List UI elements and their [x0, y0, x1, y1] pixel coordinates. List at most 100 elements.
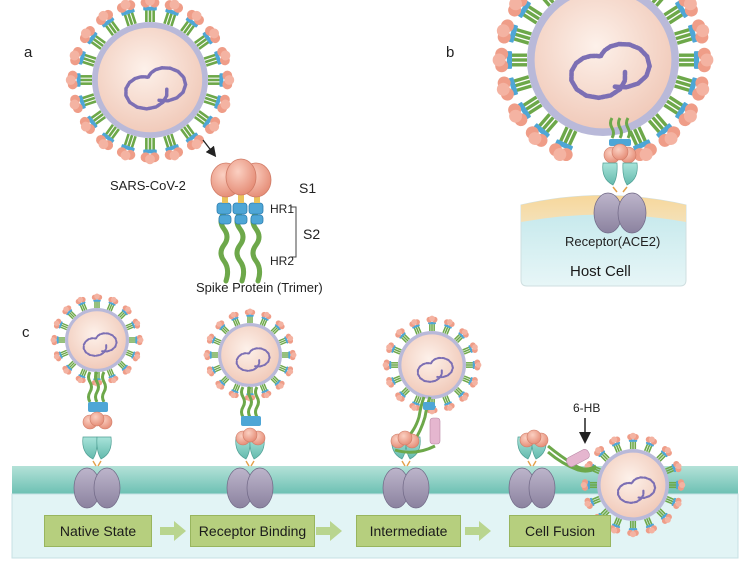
- surface-spike: [496, 19, 532, 45]
- surface-spike: [462, 375, 478, 388]
- surface-spike: [116, 0, 137, 27]
- surface-spike: [409, 395, 422, 411]
- surface-spike: [656, 446, 672, 462]
- surface-spike: [282, 349, 297, 361]
- surface-spike: [462, 342, 478, 355]
- surface-spike: [75, 296, 88, 312]
- surface-spike: [466, 359, 482, 371]
- surface-spike: [386, 375, 402, 388]
- virion-native: [50, 293, 144, 387]
- spike-caption: Spike Protein (Trimer): [196, 280, 323, 295]
- surface-spike: [163, 0, 184, 27]
- spike-fusion: [519, 418, 597, 473]
- surface-spike: [180, 124, 204, 151]
- surface-spike: [453, 386, 469, 402]
- surface-spike: [228, 383, 241, 399]
- s2-label: S2: [303, 226, 321, 242]
- surface-spike: [259, 383, 272, 399]
- surface-spike: [91, 293, 103, 308]
- surface-spike: [656, 508, 672, 524]
- surface-spike: [496, 75, 532, 101]
- surface-spike: [508, 95, 543, 127]
- pointer-arrow: [202, 139, 217, 158]
- surface-spike: [244, 308, 256, 323]
- surface-spike: [62, 360, 77, 375]
- surface-spike: [395, 386, 411, 402]
- bound-virion: [492, 0, 714, 162]
- spike-intermediate: [390, 396, 441, 454]
- virion-receptor-binding: [203, 308, 297, 402]
- receptor-label: Receptor(ACE2): [565, 234, 661, 249]
- surface-spike: [442, 395, 455, 411]
- step-native-state: Native State: [44, 515, 152, 547]
- six-hb-label: 6-HB: [573, 401, 601, 415]
- surface-spike: [609, 436, 623, 453]
- surface-spike: [140, 0, 160, 22]
- surface-spike: [53, 318, 69, 331]
- surface-spike: [508, 0, 543, 25]
- surface-spike: [270, 320, 285, 335]
- surface-spike: [278, 333, 294, 346]
- surface-spike: [386, 342, 402, 355]
- surface-spike: [278, 364, 294, 377]
- surface-spike: [580, 479, 597, 491]
- surface-spike: [206, 364, 222, 377]
- surface-spike: [106, 368, 119, 384]
- spike-protein-trimer: [210, 158, 297, 284]
- surface-spike: [665, 495, 682, 509]
- surface-spike: [75, 368, 88, 384]
- panel-label-c: c: [22, 324, 30, 341]
- bound-spike-b: [603, 117, 637, 164]
- surface-spike: [663, 0, 698, 25]
- host-cell-label: Host Cell: [570, 263, 631, 280]
- surface-spike: [628, 126, 657, 162]
- surface-spike: [203, 349, 218, 361]
- panel-label-b: b: [446, 44, 455, 61]
- surface-spike: [395, 328, 411, 344]
- surface-spike: [270, 375, 285, 390]
- surface-spike: [647, 0, 668, 7]
- surface-spike: [79, 110, 106, 134]
- surface-spike: [549, 126, 578, 162]
- surface-spike: [442, 319, 455, 335]
- surface-spike: [180, 9, 204, 36]
- surface-spike: [627, 521, 639, 538]
- surface-spike: [665, 461, 682, 475]
- step-flow-arrows: [160, 521, 491, 541]
- surface-spike: [679, 47, 714, 73]
- surface-spike: [116, 133, 137, 161]
- surface-spike: [215, 320, 230, 335]
- surface-spike: [674, 75, 710, 101]
- surface-spike: [426, 315, 438, 331]
- surface-spike: [203, 46, 231, 67]
- panel-label-a: a: [24, 44, 33, 61]
- surface-spike: [129, 334, 144, 346]
- surface-spike: [594, 446, 610, 462]
- surface-spike: [208, 70, 235, 90]
- surface-spike: [538, 0, 559, 7]
- virion-fusing: [580, 432, 686, 538]
- step-receptor-binding: Receptor Binding: [190, 515, 315, 547]
- surface-spike: [409, 319, 422, 335]
- virion-intermediate: [382, 315, 482, 415]
- hr1-segments: [216, 202, 264, 225]
- surface-spike: [65, 70, 92, 90]
- s1-label: S1: [299, 180, 317, 196]
- surface-spike: [609, 517, 623, 534]
- surface-spike: [163, 133, 184, 161]
- surface-spike: [125, 349, 141, 362]
- surface-spike: [69, 93, 97, 114]
- surface-spike: [106, 296, 119, 312]
- surface-spike: [117, 360, 132, 375]
- surface-spike: [194, 110, 221, 134]
- surface-spike: [228, 311, 241, 327]
- surface-spike: [584, 495, 601, 509]
- s2-bracket: [291, 206, 297, 258]
- surface-spike: [50, 334, 65, 346]
- surface-spike: [79, 26, 106, 50]
- surface-spike: [259, 311, 272, 327]
- virus-label: SARS-CoV-2: [110, 178, 186, 193]
- surface-spike: [125, 318, 141, 331]
- hr2-label: HR2: [270, 254, 295, 268]
